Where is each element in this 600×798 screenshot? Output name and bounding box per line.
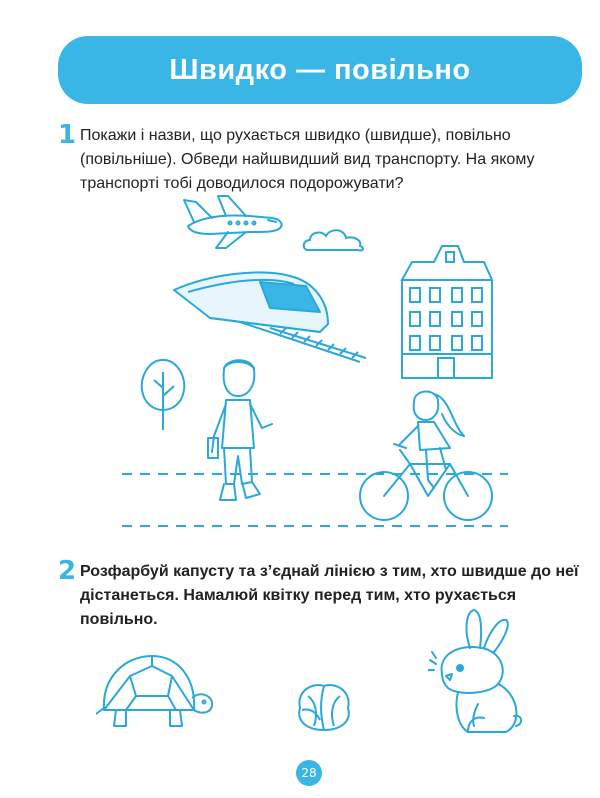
page-title: Швидко — повільно xyxy=(169,53,471,86)
cloud-icon xyxy=(302,226,368,254)
turtle-icon xyxy=(96,652,216,732)
building-icon xyxy=(398,240,496,380)
airplane-icon xyxy=(180,192,290,252)
page-number: 28 xyxy=(296,760,322,786)
cabbage-icon xyxy=(294,680,354,732)
walking-boy-icon xyxy=(206,352,282,508)
girl-on-bicycle-icon xyxy=(354,384,496,524)
task-2-number: 2 xyxy=(58,556,77,586)
train-icon xyxy=(170,262,370,372)
task-2-text: Розфарбуй капусту та з’єднай лінією з ти… xyxy=(80,563,579,628)
rabbit-icon xyxy=(428,608,524,736)
task-1-text: Покажи і назви, що рухається швидко (шви… xyxy=(80,127,535,192)
task-1-number: 1 xyxy=(58,120,77,150)
task-2: 2 Розфарбуй капусту та з’єднай лінією з … xyxy=(58,556,588,632)
dashed-road xyxy=(120,462,510,532)
title-banner: Швидко — повільно xyxy=(58,36,582,104)
task-1: 1 Покажи і назви, що рухається швидко (ш… xyxy=(58,120,588,196)
tree-icon xyxy=(138,358,188,432)
